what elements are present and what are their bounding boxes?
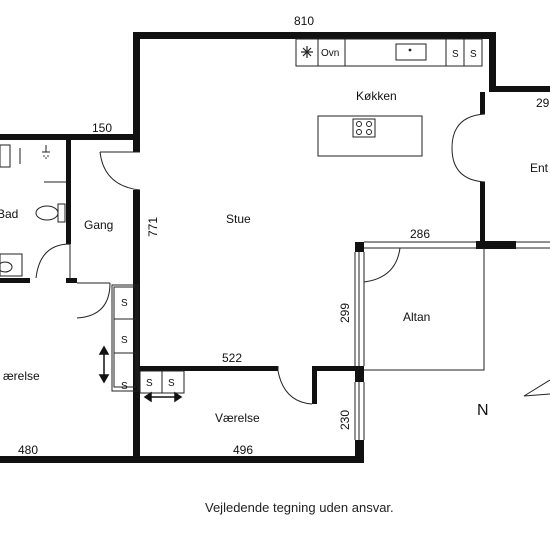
wall-bath-bottom-2 bbox=[66, 278, 77, 283]
wall-entre-left-bottom bbox=[480, 182, 485, 242]
wardrobe-s-3: S bbox=[121, 381, 128, 392]
dimension-living-depth: 771 bbox=[146, 217, 160, 237]
wall-bedroom-right bbox=[312, 366, 317, 404]
room-label-living: Stue bbox=[226, 212, 251, 226]
doors bbox=[35, 113, 486, 405]
dimension-top-width: 810 bbox=[294, 14, 314, 28]
room-label-hall: Gang bbox=[84, 218, 113, 232]
cabinet-s-2: S bbox=[470, 49, 477, 60]
wall-top-right-step bbox=[489, 32, 496, 92]
room-label-entre: Ent bbox=[530, 161, 549, 175]
washbasin-icon bbox=[0, 144, 11, 168]
room-label-kitchen: Køkken bbox=[356, 89, 397, 103]
wall-balcony-post bbox=[355, 366, 364, 382]
wall-bath-bottom bbox=[0, 278, 30, 283]
wall-entre-top bbox=[489, 86, 550, 92]
wardrobe-s-5: S bbox=[168, 378, 175, 389]
wall-living-left bbox=[133, 32, 140, 152]
wardrobe-s-2: S bbox=[121, 335, 128, 346]
kitchen-island bbox=[317, 115, 423, 157]
door-entre bbox=[451, 113, 486, 183]
wall-bedroom-top-left bbox=[140, 366, 278, 371]
dimension-bath-width: 150 bbox=[92, 121, 112, 135]
room-label-bath: Bad bbox=[0, 207, 18, 221]
dimension-balcony-width: 286 bbox=[410, 227, 430, 241]
oven-label: Ovn bbox=[321, 48, 339, 59]
room-label-bedroom: Værelse bbox=[215, 411, 260, 425]
dimension-bedroom-depth: 230 bbox=[338, 410, 352, 430]
windows bbox=[354, 241, 550, 440]
shower-icon bbox=[42, 145, 50, 159]
compass-north-label: N bbox=[477, 402, 489, 419]
washbasin-bottom-icon bbox=[0, 253, 23, 277]
door-bath bbox=[35, 243, 71, 279]
hob-icon bbox=[352, 118, 376, 138]
arrow-vertical-icon bbox=[98, 345, 110, 384]
wall-hall-left-top bbox=[66, 140, 71, 180]
compass-needle-icon bbox=[523, 379, 550, 397]
dimension-entre-width: 29 bbox=[536, 96, 550, 110]
door-bedroom-left bbox=[76, 282, 111, 319]
door-bedroom bbox=[277, 366, 313, 405]
dimension-balcony-depth: 299 bbox=[338, 303, 352, 323]
wardrobe-bedroom: S S bbox=[139, 370, 185, 403]
dimension-bottom-left: 480 bbox=[18, 443, 38, 457]
cabinet-s-1: S bbox=[452, 49, 459, 60]
disclaimer-caption: Vejledende tegning uden ansvar. bbox=[205, 500, 394, 515]
wall-hall-left bbox=[66, 180, 71, 244]
wall-balcony-corner bbox=[355, 242, 364, 252]
room-label-balcony: Altan bbox=[403, 310, 430, 324]
extractor-icon bbox=[301, 46, 313, 58]
wardrobe-s-4: S bbox=[146, 378, 153, 389]
door-balcony bbox=[363, 247, 401, 283]
sink-icon bbox=[395, 43, 427, 61]
wall-bath-top bbox=[0, 134, 140, 140]
wall-bedroom-right-bottom bbox=[355, 440, 364, 463]
wall-entre-bottom bbox=[476, 241, 516, 249]
dimension-bottom-right: 496 bbox=[233, 443, 253, 457]
bath-fixtures bbox=[0, 144, 66, 277]
kitchen-counter: Ovn S S bbox=[295, 38, 483, 67]
wall-top bbox=[133, 32, 496, 39]
door-hall-top bbox=[99, 151, 141, 191]
dimension-bedroom-width: 522 bbox=[222, 351, 242, 365]
wardrobe-hall: S S S bbox=[98, 284, 139, 392]
balcony-outline bbox=[364, 248, 485, 371]
wall-bottom bbox=[0, 456, 364, 463]
wall-bedroom-top-right bbox=[312, 366, 364, 371]
wall-entre-left-top bbox=[480, 92, 485, 114]
wardrobe-s-1: S bbox=[121, 298, 128, 309]
room-label-bedroom-left: ærelse bbox=[3, 369, 40, 383]
arrow-horizontal-icon bbox=[143, 391, 183, 403]
toilet-icon bbox=[35, 203, 66, 223]
